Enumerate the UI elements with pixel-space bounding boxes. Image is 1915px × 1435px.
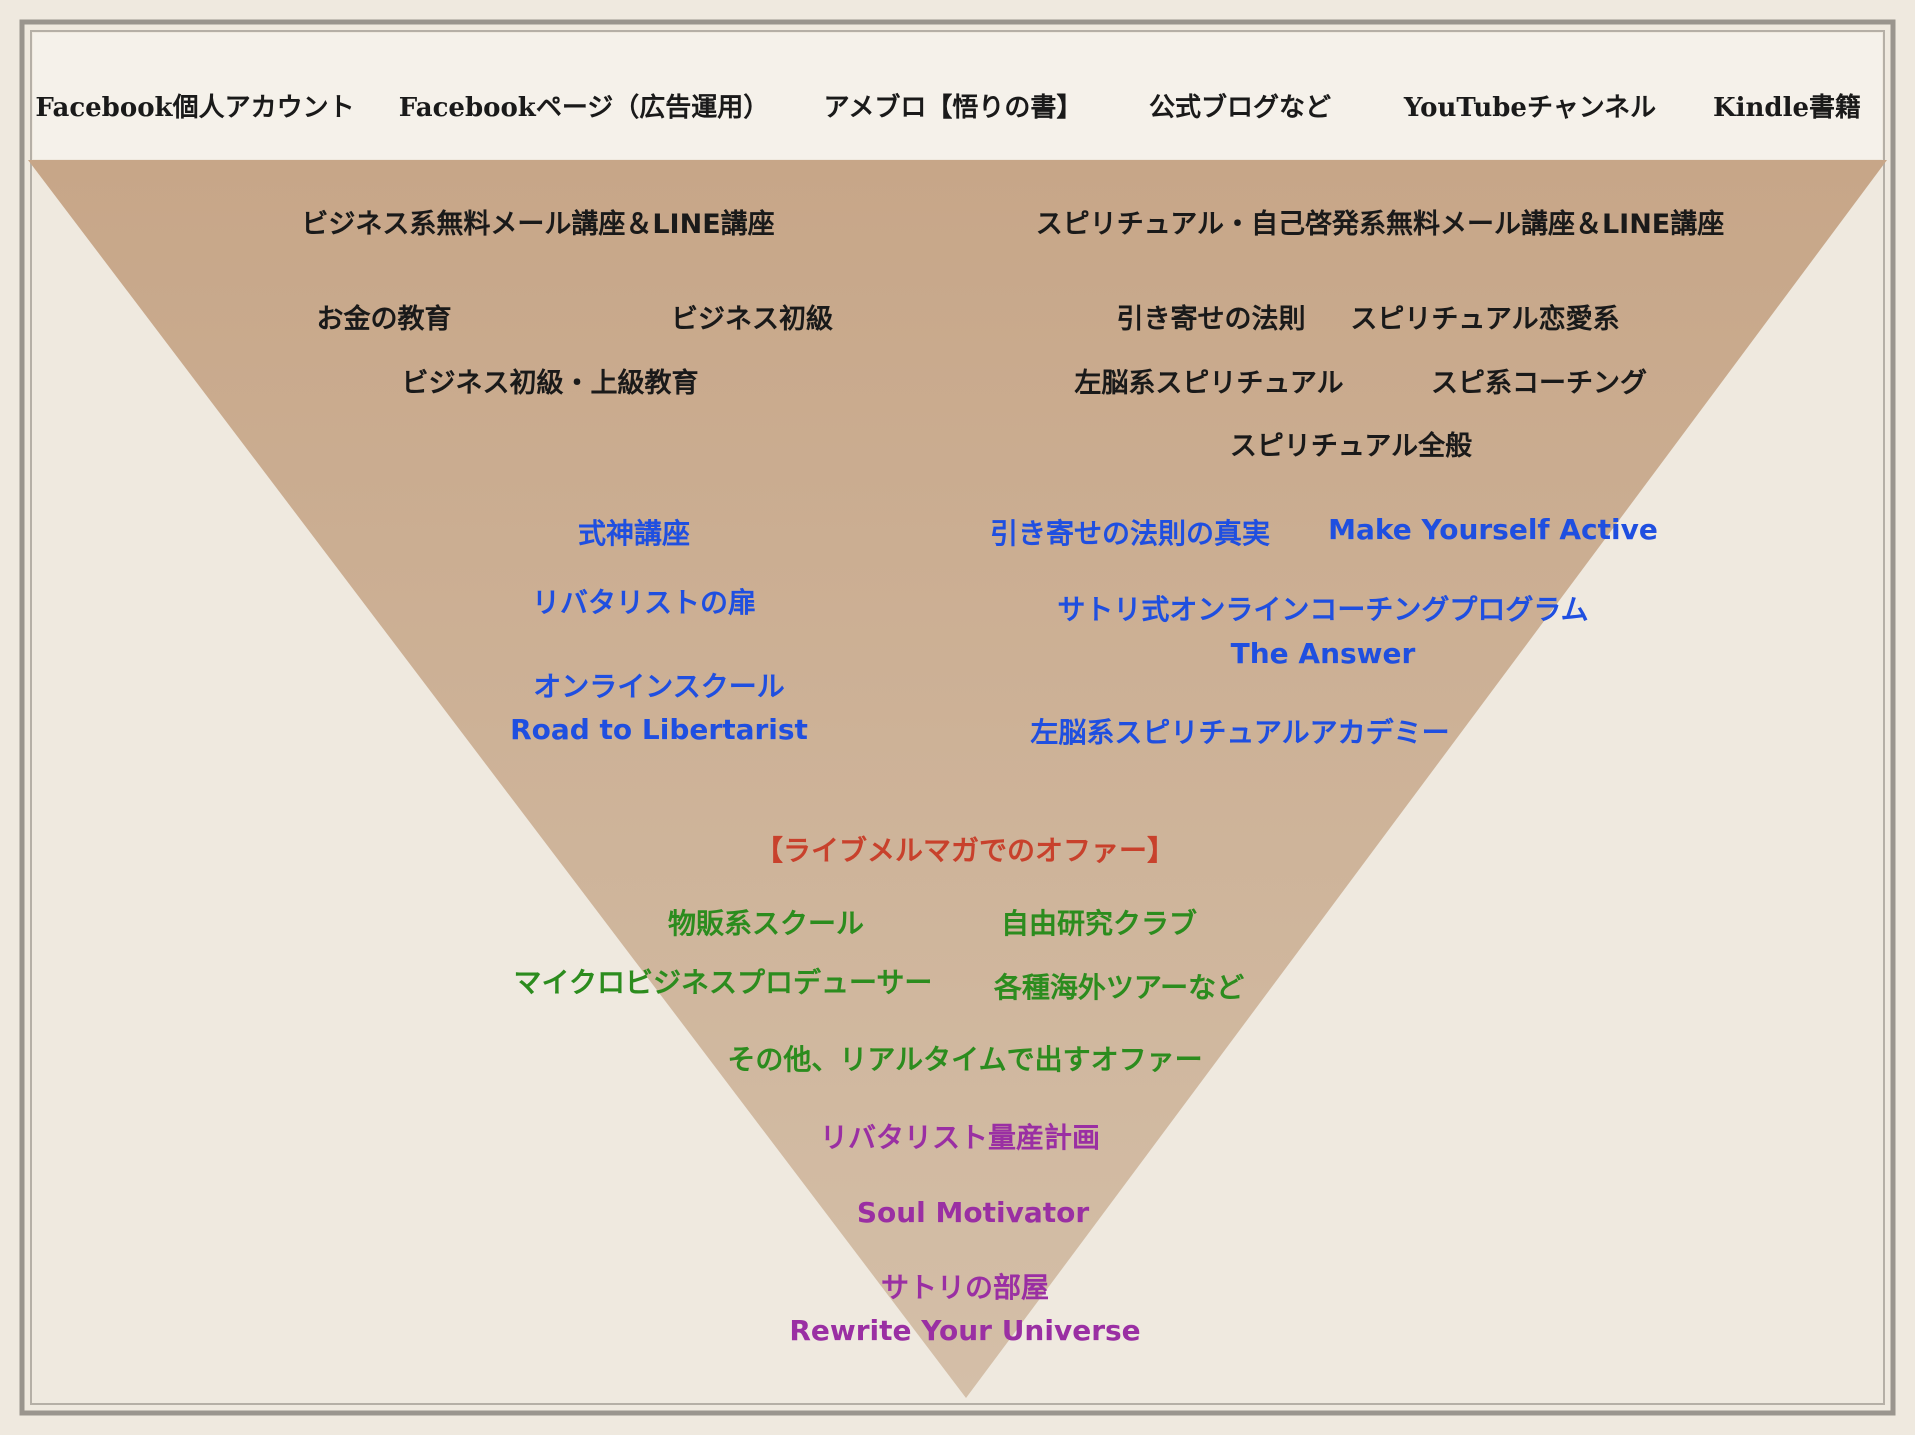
channel-ameblo: アメブロ【悟りの書】 — [823, 93, 1083, 123]
spiritual-item-law-of-attraction: 引き寄せの法則 — [1116, 304, 1306, 335]
channel-facebook-personal: Facebook個人アカウント — [35, 93, 355, 123]
outer-border — [19, 19, 1896, 1416]
channel-facebook-page: Facebookページ（広告運用） — [398, 93, 770, 123]
tier-satori-room: サトリの部屋 — [880, 1271, 1050, 1304]
channel-youtube: YouTubeチャンネル — [1403, 93, 1657, 123]
product-road-to-libertarist: Road to Libertarist — [510, 713, 808, 746]
business-course-title: ビジネス系無料メール講座＆LINE講座 — [301, 209, 775, 240]
product-left-brain-academy: 左脳系スピリチュアルアカデミー — [1030, 716, 1450, 749]
spiritual-item-general: スピリチュアル全般 — [1229, 431, 1473, 462]
product-the-answer: The Answer — [1230, 637, 1416, 670]
inner-border — [30, 30, 1885, 1405]
funnel-triangle — [28, 160, 1887, 1398]
business-item-beginner: ビジネス初級 — [671, 304, 833, 335]
tier-libertarist-mass-production: リバタリスト量産計画 — [819, 1121, 1101, 1154]
offer-micro-business-producer: マイクロビジネスプロデューサー — [513, 966, 933, 999]
spiritual-item-coaching: スピ系コーチング — [1431, 368, 1647, 399]
channel-kindle: Kindle書籍 — [1713, 93, 1861, 123]
offer-overseas-tours: 各種海外ツアーなど — [993, 971, 1245, 1004]
business-item-beginner-advanced: ビジネス初級・上級教育 — [401, 368, 699, 399]
spiritual-course-title: スピリチュアル・自己啓発系無料メール講座＆LINE講座 — [1035, 209, 1725, 240]
product-online-school: オンラインスクール — [533, 670, 785, 703]
channel-official-blog: 公式ブログなど — [1148, 93, 1332, 123]
offer-merch-school: 物販系スクール — [667, 907, 865, 940]
spiritual-item-left-brain: 左脳系スピリチュアル — [1074, 368, 1344, 399]
product-satori-coaching-program: サトリ式オンラインコーチングプログラム — [1057, 593, 1589, 626]
product-shikigami: 式神講座 — [577, 517, 691, 550]
offer-realtime-other: その他、リアルタイムで出すオファー — [727, 1043, 1203, 1076]
header-band — [33, 33, 1882, 159]
product-law-of-attraction-truth: 引き寄せの法則の真実 — [989, 517, 1271, 550]
tier-rewrite-your-universe: Rewrite Your Universe — [789, 1314, 1141, 1347]
spiritual-item-romance: スピリチュアル恋愛系 — [1350, 304, 1620, 335]
live-offer-title: 【ライブメルマガでのオファー】 — [754, 834, 1176, 867]
tier-soul-motivator: Soul Motivator — [856, 1196, 1090, 1229]
business-item-money-education: お金の教育 — [316, 304, 452, 335]
offer-research-club: 自由研究クラブ — [1000, 907, 1198, 940]
product-libertarist-door: リバタリストの扉 — [531, 586, 757, 619]
product-make-yourself-active: Make Yourself Active — [1328, 513, 1658, 546]
